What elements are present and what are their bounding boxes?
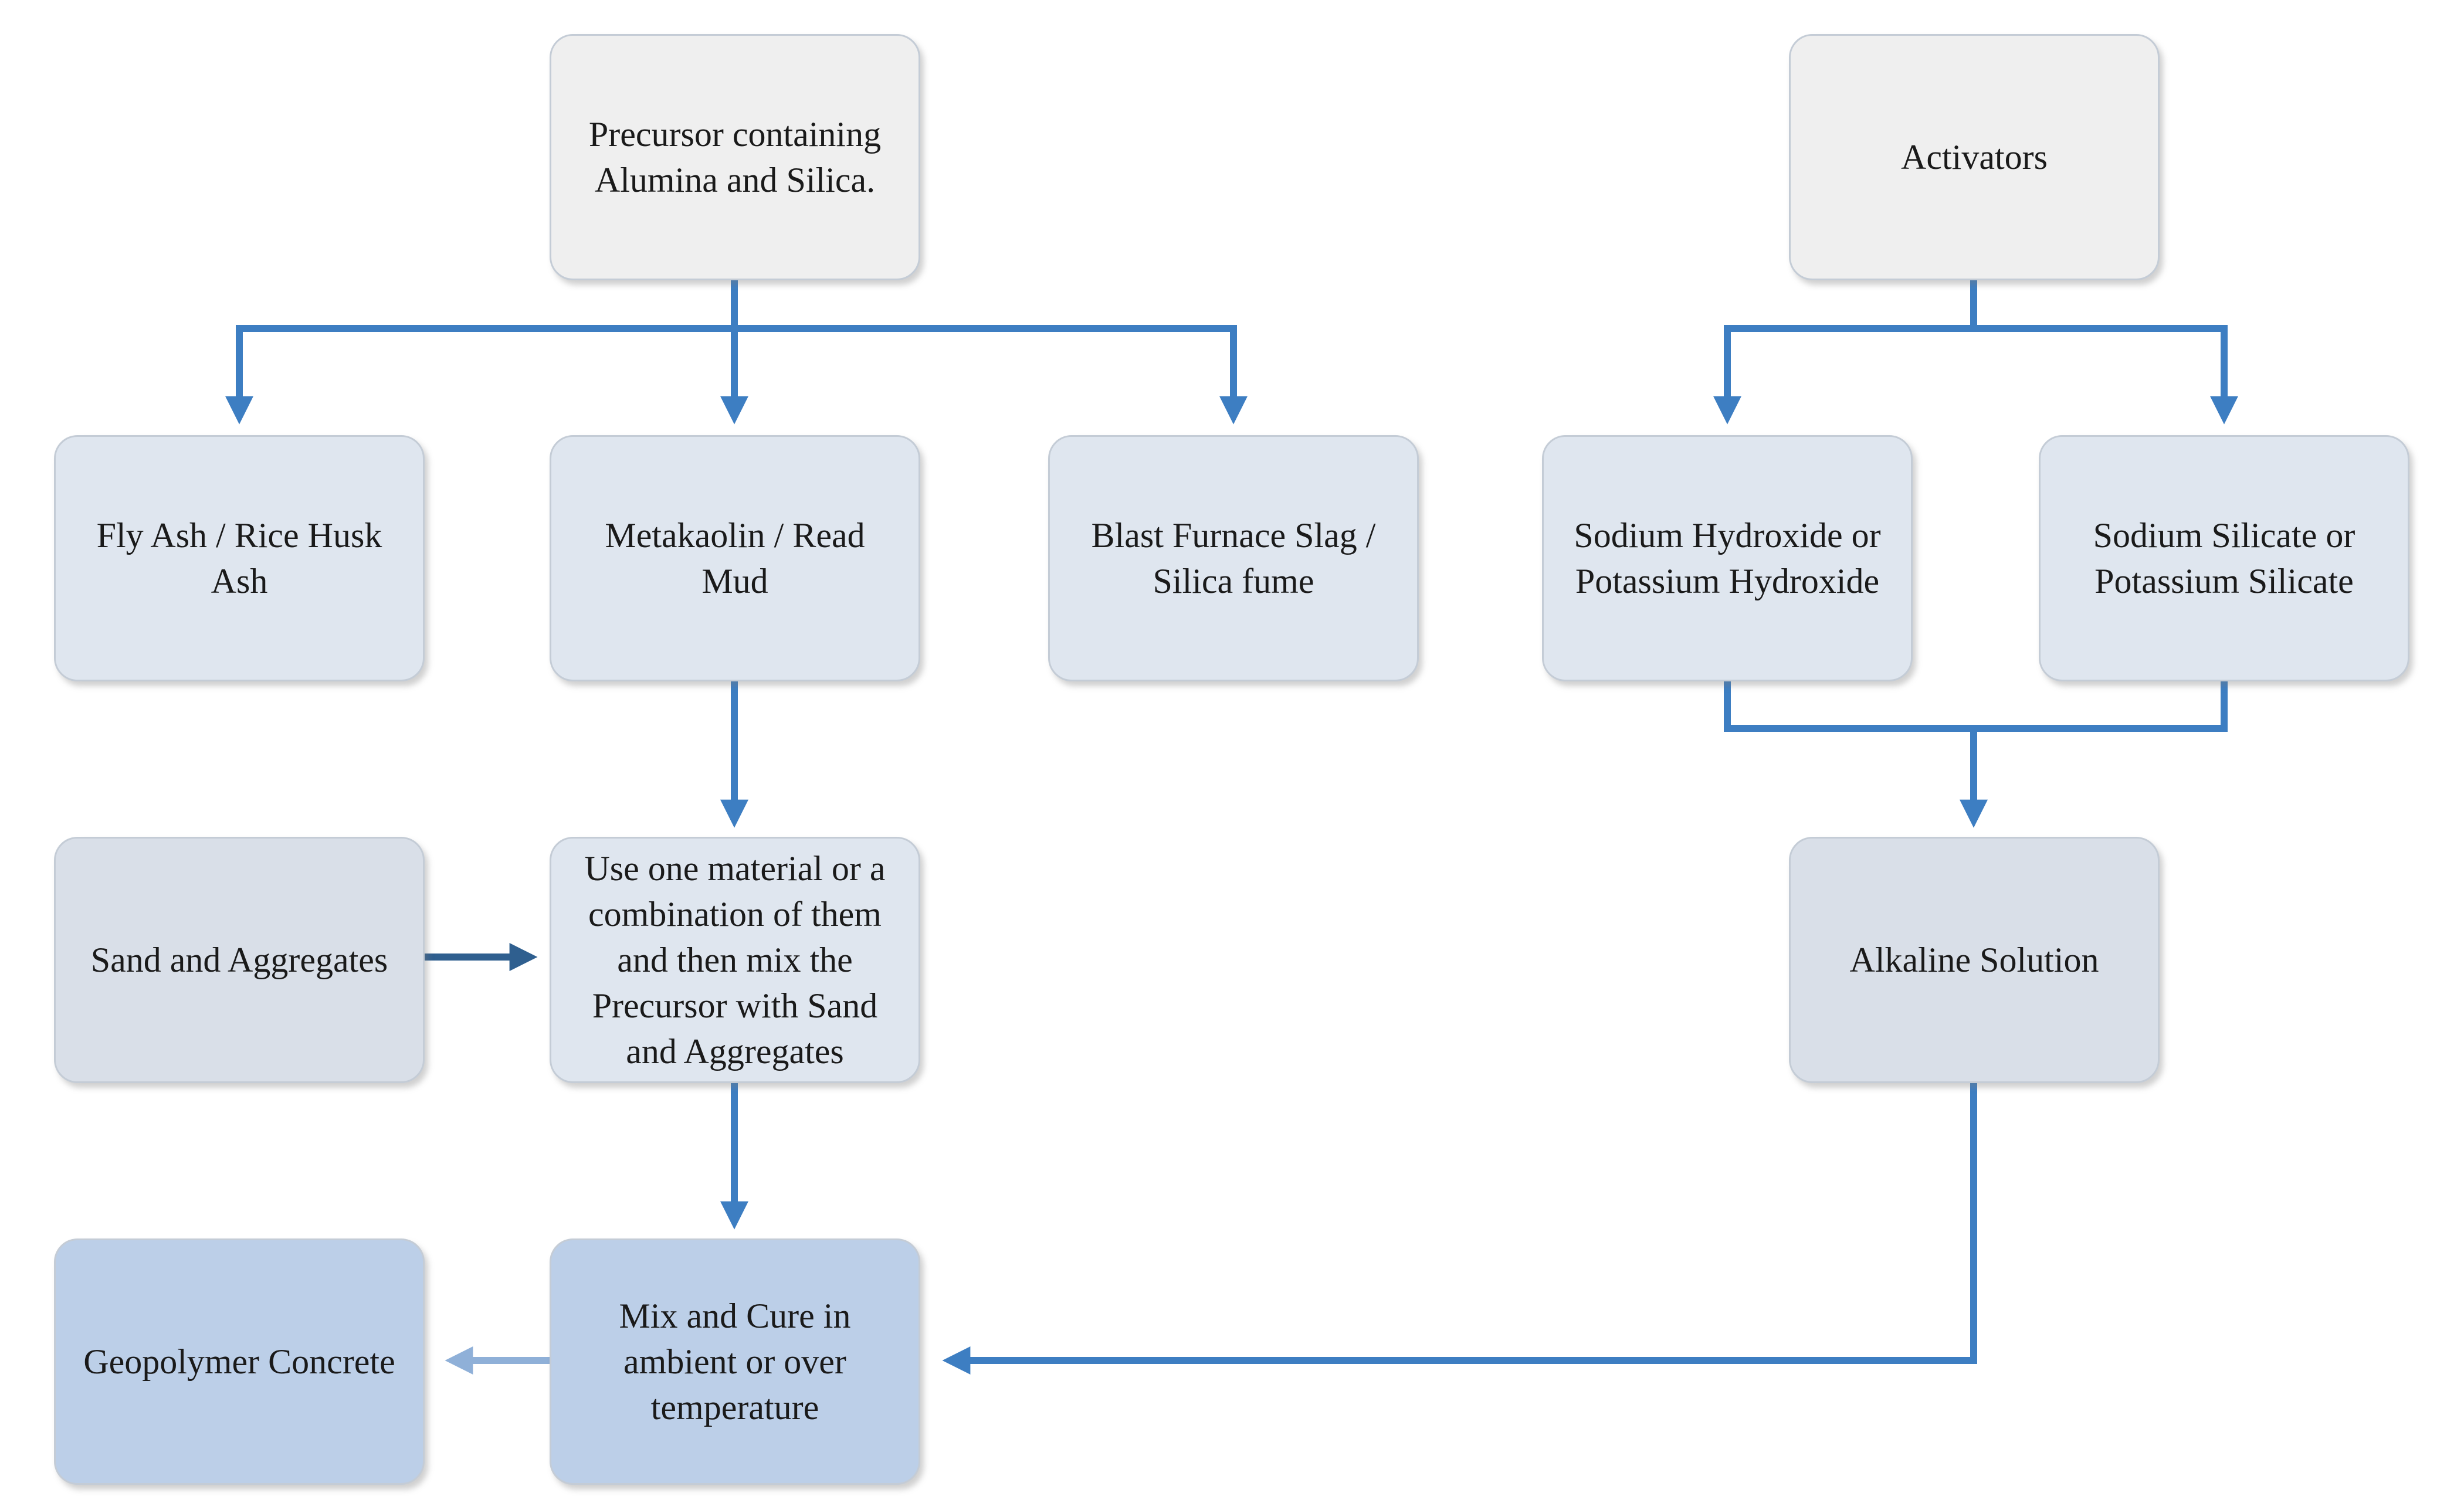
mix-cure-node: Mix and Cure in ambient or over temperat… xyxy=(550,1238,920,1485)
activators-node: Activators xyxy=(1789,34,2160,280)
geopolymer-concrete-label: Geopolymer Concrete xyxy=(83,1342,395,1381)
alkaline-solution-node: Alkaline Solution xyxy=(1789,837,2160,1083)
arrow-alkaline-to-mix xyxy=(942,1083,1977,1375)
blast-furnace-label: Blast Furnace Slag / Silica fume xyxy=(1091,516,1376,600)
use-material-label: Use one material or a combination of the… xyxy=(584,849,886,1071)
precursor-node: Precursor containing Alumina and Silica. xyxy=(550,34,920,280)
metakaolin-node: Metakaolin / Read Mud xyxy=(550,435,920,681)
metakaolin-label: Metakaolin / Read Mud xyxy=(605,516,865,600)
sodium-silicate-node: Sodium Silicate or Potassium Silicate xyxy=(2039,435,2409,681)
precursor-label: Precursor containing Alumina and Silica. xyxy=(588,115,882,199)
fly-ash-node: Fly Ash / Rice Husk Ash xyxy=(54,435,425,681)
sodium-silicate-label: Sodium Silicate or Potassium Silicate xyxy=(2093,516,2355,600)
fly-ash-label: Fly Ash / Rice Husk Ash xyxy=(96,516,382,600)
connector-merge-left xyxy=(1724,681,2228,732)
alkaline-solution-label: Alkaline Solution xyxy=(1849,941,2099,979)
activators-label: Activators xyxy=(1901,138,2048,177)
mix-cure-label: Mix and Cure in ambient or over temperat… xyxy=(619,1297,851,1427)
use-material-node: Use one material or a combination of the… xyxy=(550,837,920,1083)
sodium-hydroxide-node: Sodium Hydroxide or Potassium Hydroxide xyxy=(1542,435,1913,681)
sand-aggregates-label: Sand and Aggregates xyxy=(90,941,388,979)
blast-furnace-node: Blast Furnace Slag / Silica fume xyxy=(1048,435,1419,681)
sand-aggregates-node: Sand and Aggregates xyxy=(54,837,425,1083)
sodium-hydroxide-label: Sodium Hydroxide or Potassium Hydroxide xyxy=(1574,516,1881,600)
geopolymer-concrete-node: Geopolymer Concrete xyxy=(54,1238,425,1485)
